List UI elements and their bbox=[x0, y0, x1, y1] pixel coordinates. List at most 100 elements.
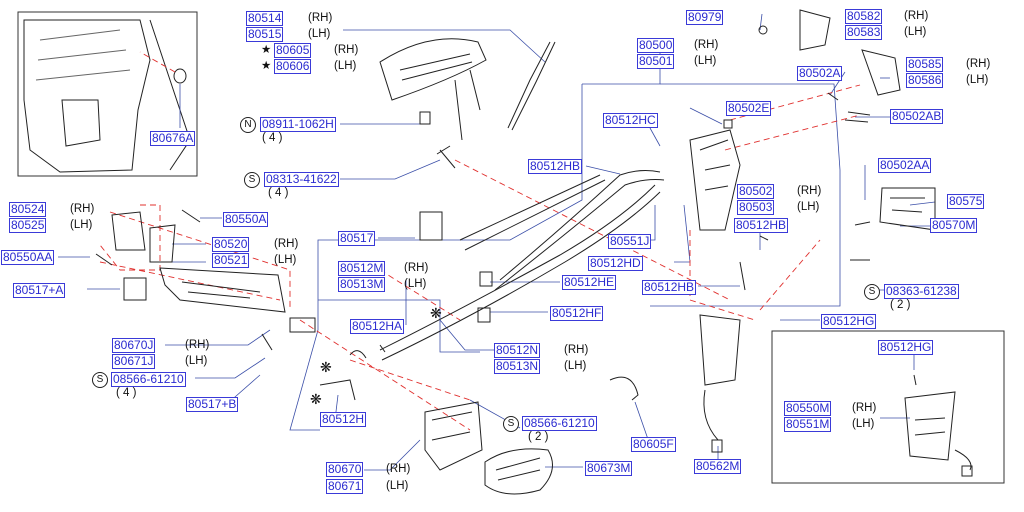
part-number-80502E[interactable]: 80502E bbox=[726, 101, 772, 116]
part-number-80606[interactable]: 80606 bbox=[274, 59, 312, 74]
part-number-80512HC[interactable]: 80512HC bbox=[603, 113, 658, 128]
side-rh: (RH) bbox=[797, 185, 822, 197]
part-number-80513M[interactable]: 80513M bbox=[338, 277, 386, 292]
part-number-80517[interactable]: 80517 bbox=[338, 231, 376, 246]
part-number-80512N[interactable]: 80512N bbox=[494, 343, 541, 358]
part-number-80517-plus-a[interactable]: 80517+A bbox=[13, 283, 66, 298]
part-number-80512H[interactable]: 80512H bbox=[320, 412, 367, 427]
part-number-80670J[interactable]: 80670J bbox=[112, 338, 156, 353]
asterisk-marker: ❋ bbox=[320, 359, 332, 375]
quantity: ( 2 ) bbox=[528, 431, 549, 443]
side-rh: (RH) bbox=[904, 10, 929, 22]
part-number-80502A[interactable]: 80502A bbox=[797, 66, 843, 81]
side-rh: (RH) bbox=[274, 238, 299, 250]
asterisk-marker: ❋ bbox=[430, 305, 442, 321]
part-number-08566-61210[interactable]: 08566-61210 bbox=[522, 416, 597, 431]
part-number-80550A[interactable]: 80550A bbox=[223, 212, 269, 227]
quantity: ( 4 ) bbox=[116, 387, 137, 399]
s-marker: S bbox=[503, 416, 519, 432]
part-number-80514[interactable]: 80514 bbox=[246, 11, 284, 26]
part-number-80570M[interactable]: 80570M bbox=[930, 218, 978, 233]
side-lh: (LH) bbox=[966, 74, 989, 86]
part-number-80512HD[interactable]: 80512HD bbox=[588, 256, 643, 271]
part-number-80502[interactable]: 80502 bbox=[737, 184, 775, 199]
s-marker: S bbox=[864, 284, 880, 300]
part-number-80517-plus-b[interactable]: 80517+B bbox=[186, 397, 239, 412]
part-number-80605[interactable]: 80605 bbox=[274, 43, 312, 58]
star-marker: ★ bbox=[261, 44, 272, 56]
quantity: ( 4 ) bbox=[262, 132, 283, 144]
quantity: ( 2 ) bbox=[890, 299, 911, 311]
part-number-80525[interactable]: 80525 bbox=[9, 218, 47, 233]
side-lh: (LH) bbox=[852, 418, 875, 430]
star-marker: ★ bbox=[261, 60, 272, 72]
n-marker: N bbox=[240, 117, 256, 133]
side-rh: (RH) bbox=[694, 39, 719, 51]
part-number-80512HB[interactable]: 80512HB bbox=[528, 159, 583, 174]
part-number-80503[interactable]: 80503 bbox=[737, 200, 775, 215]
part-number-80979[interactable]: 80979 bbox=[686, 10, 724, 25]
part-number-80575[interactable]: 80575 bbox=[947, 194, 985, 209]
side-lh: (LH) bbox=[274, 254, 297, 266]
side-lh: (LH) bbox=[694, 55, 717, 67]
side-rh: (RH) bbox=[404, 262, 429, 274]
part-number-80512HA[interactable]: 80512HA bbox=[350, 319, 405, 334]
part-number-80512HB[interactable]: 80512HB bbox=[734, 218, 789, 233]
part-number-80676A[interactable]: 80676A bbox=[150, 131, 196, 146]
part-number-80670[interactable]: 80670 bbox=[326, 462, 364, 477]
part-number-80562M[interactable]: 80562M bbox=[694, 459, 742, 474]
inset-frame-actuator bbox=[771, 330, 1005, 484]
part-number-80524[interactable]: 80524 bbox=[9, 202, 47, 217]
side-lh: (LH) bbox=[564, 360, 587, 372]
side-rh: (RH) bbox=[185, 339, 210, 351]
part-number-80551M[interactable]: 80551M bbox=[784, 417, 832, 432]
quantity: ( 4 ) bbox=[268, 187, 289, 199]
part-number-80673M[interactable]: 80673M bbox=[585, 461, 633, 476]
part-number-80671J[interactable]: 80671J bbox=[112, 354, 156, 369]
part-number-80550AA[interactable]: 80550AA bbox=[1, 250, 55, 265]
part-number-80502AB[interactable]: 80502AB bbox=[890, 109, 944, 124]
part-number-80502AA[interactable]: 80502AA bbox=[878, 158, 932, 173]
asterisk-marker: ❋ bbox=[310, 391, 322, 407]
part-number-08566-61210[interactable]: 08566-61210 bbox=[111, 372, 186, 387]
assembly-lines bbox=[99, 51, 861, 431]
side-rh: (RH) bbox=[334, 44, 359, 56]
side-rh: (RH) bbox=[308, 12, 333, 24]
part-number-80583[interactable]: 80583 bbox=[845, 25, 883, 40]
part-number-80512HG[interactable]: 80512HG bbox=[878, 340, 934, 355]
part-number-80520[interactable]: 80520 bbox=[212, 237, 250, 252]
side-rh: (RH) bbox=[852, 402, 877, 414]
side-lh: (LH) bbox=[386, 480, 409, 492]
part-number-80512HE[interactable]: 80512HE bbox=[562, 275, 617, 290]
part-number-80551J[interactable]: 80551J bbox=[608, 234, 652, 249]
part-number-80605F[interactable]: 80605F bbox=[631, 437, 676, 452]
part-number-80512HG[interactable]: 80512HG bbox=[821, 314, 877, 329]
part-number-80513N[interactable]: 80513N bbox=[494, 359, 541, 374]
part-number-08313-41622[interactable]: 08313-41622 bbox=[264, 172, 339, 187]
part-number-80512M[interactable]: 80512M bbox=[338, 261, 386, 276]
part-number-80586[interactable]: 80586 bbox=[906, 73, 944, 88]
side-lh: (LH) bbox=[404, 278, 427, 290]
part-number-80585[interactable]: 80585 bbox=[906, 57, 944, 72]
part-number-80500[interactable]: 80500 bbox=[637, 38, 675, 53]
side-rh: (RH) bbox=[564, 344, 589, 356]
part-number-80512HB[interactable]: 80512HB bbox=[642, 280, 697, 295]
side-rh: (RH) bbox=[386, 463, 411, 475]
side-lh: (LH) bbox=[334, 60, 357, 72]
side-lh: (LH) bbox=[904, 26, 927, 38]
part-number-80521[interactable]: 80521 bbox=[212, 253, 250, 268]
part-number-80501[interactable]: 80501 bbox=[637, 54, 675, 69]
side-rh: (RH) bbox=[70, 203, 95, 215]
side-rh: (RH) bbox=[966, 58, 991, 70]
part-number-80550M[interactable]: 80550M bbox=[784, 401, 832, 416]
side-lh: (LH) bbox=[185, 355, 208, 367]
side-lh: (LH) bbox=[308, 28, 331, 40]
part-number-80515[interactable]: 80515 bbox=[246, 27, 284, 42]
part-number-08363-61238[interactable]: 08363-61238 bbox=[884, 284, 959, 299]
part-number-80671[interactable]: 80671 bbox=[326, 479, 364, 494]
part-number-80582[interactable]: 80582 bbox=[845, 9, 883, 24]
part-number-08911-1062H[interactable]: 08911-1062H bbox=[260, 117, 336, 132]
part-number-80512HF[interactable]: 80512HF bbox=[550, 306, 604, 321]
